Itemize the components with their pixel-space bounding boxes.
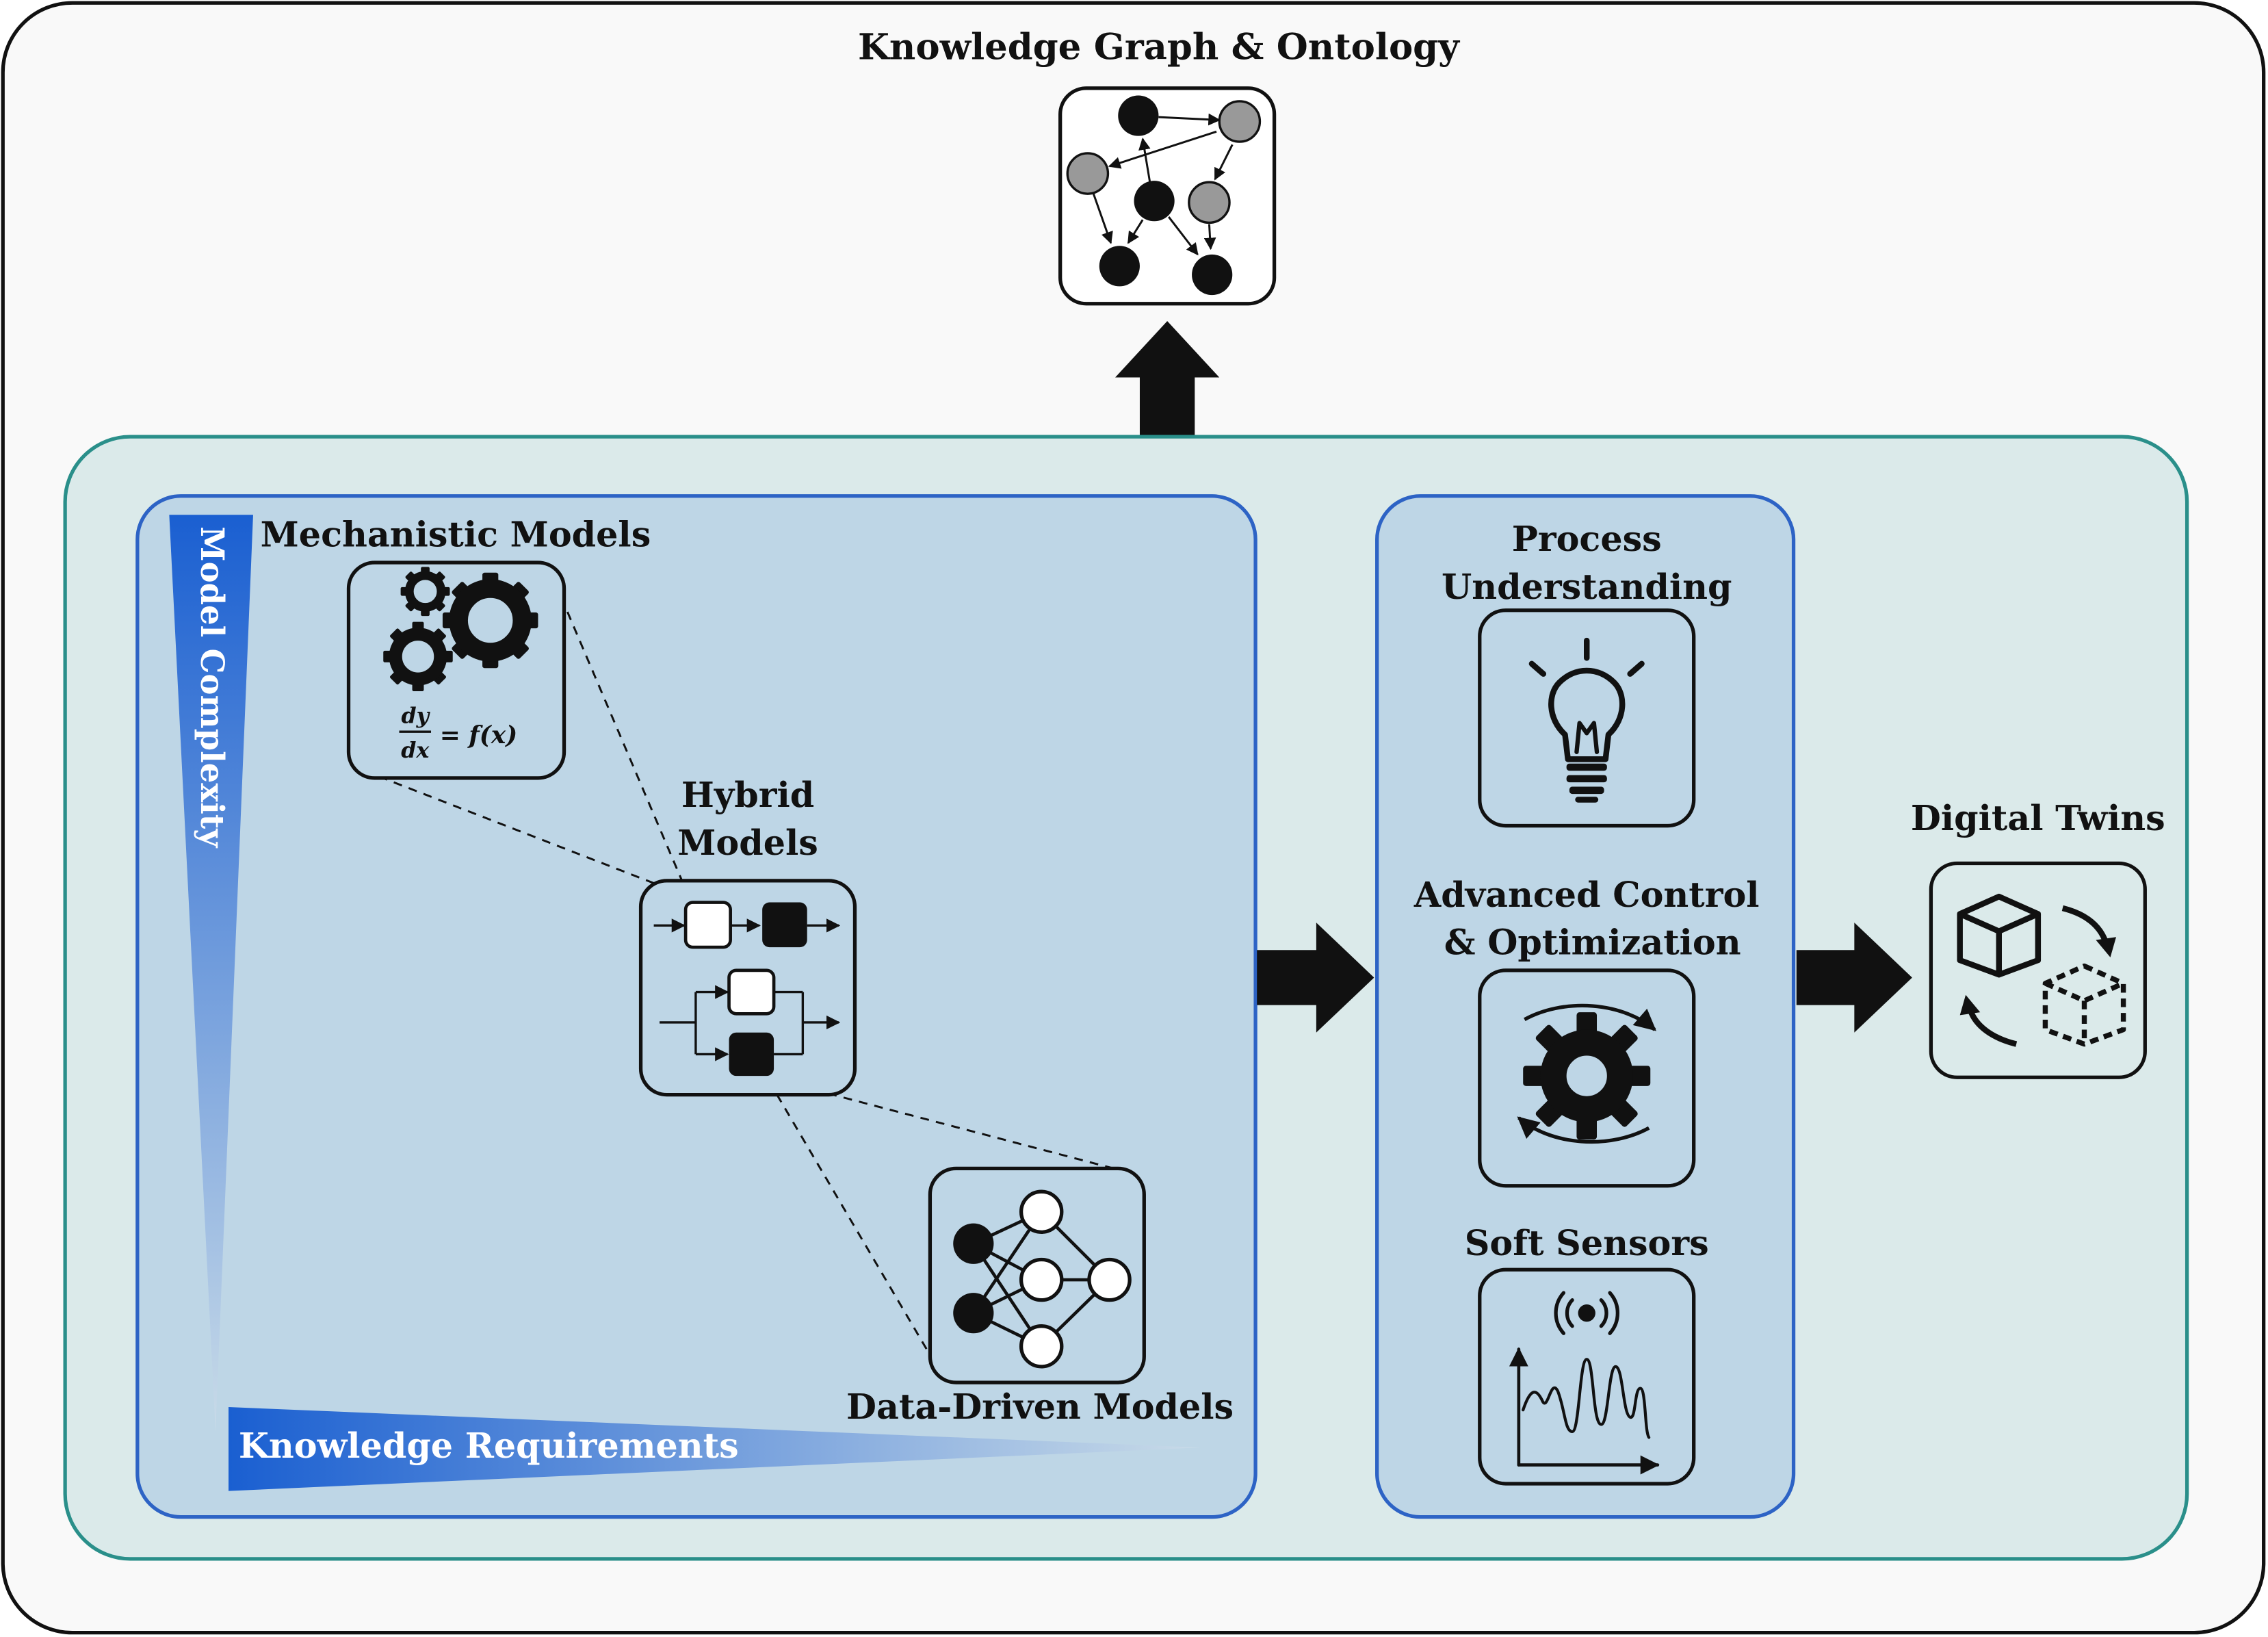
digital-twins-icon [1929,861,2147,1079]
sensor-signal-icon [1509,1291,1660,1475]
advanced-control-icon [1478,968,1696,1188]
svg-text:dx: dx [401,738,430,763]
block-diagram-icon [653,918,841,1061]
process-understanding-title-line2: Understanding [1442,566,1732,607]
hybrid-models-title-line1: Hybrid [681,774,814,815]
knowledge-requirements-wedge [229,1407,1201,1491]
model-link-lines [378,597,1115,1356]
soft-sensors-icon [1478,1267,1696,1486]
differential-equation: dy dx = f(x) [399,704,517,763]
hybrid-models-icon [638,879,857,1097]
model-complexity-label: Model Complexity [194,526,231,849]
gear-cycle-icon [1517,1003,1656,1144]
soft-sensors-title: Soft Sensors [1465,1222,1709,1263]
knowledge-graph-title: Knowledge Graph & Ontology [858,26,1460,68]
mechanistic-models-icon: dy dx = f(x) [346,560,566,780]
arrow-to-applications [1257,923,1374,1033]
model-complexity-wedge [169,515,253,1432]
up-arrow [1115,321,1220,437]
advanced-control-title-line2: & Optimization [1444,922,1741,963]
data-driven-models-title: Data-Driven Models [846,1386,1234,1427]
gears-icon [383,567,538,692]
neural-network-icon [953,1189,1132,1369]
data-driven-models-icon [928,1166,1146,1384]
arrow-to-digital-twins [1796,923,1912,1033]
process-understanding-title-line1: Process [1512,518,1662,559]
digital-twins-title: Digital Twins [1911,797,2165,838]
advanced-control-title-line1: Advanced Control [1413,874,1760,915]
svg-text:= f(x): = f(x) [440,721,517,749]
mechanistic-models-title: Mechanistic Models [261,514,651,555]
knowledge-graph-icon [1058,86,1277,306]
lightbulb-icon [1528,637,1645,762]
hybrid-models-title-line2: Models [677,822,818,863]
process-understanding-icon [1478,608,1696,828]
svg-text:dy: dy [401,704,430,729]
cube-sync-icon [1957,893,2126,1047]
knowledge-requirements-label: Knowledge Requirements [239,1425,739,1466]
